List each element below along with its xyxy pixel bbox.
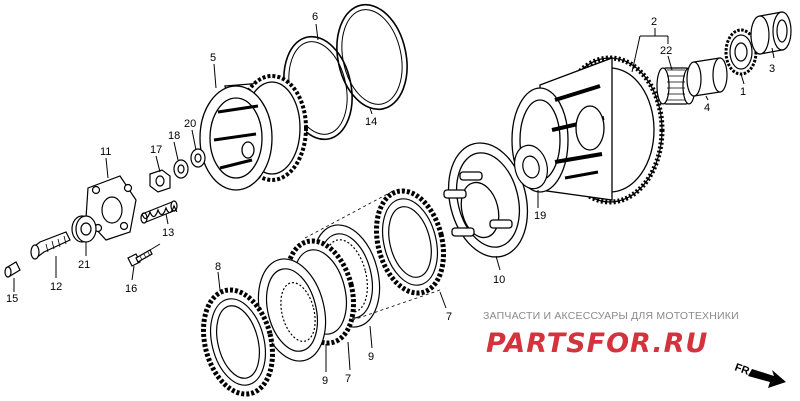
thrust-washer <box>513 144 549 190</box>
label-part-20: 20 <box>184 118 196 130</box>
collar <box>686 57 728 97</box>
label-part-12: 12 <box>50 281 62 293</box>
label-part-17: 17 <box>150 144 162 156</box>
label-part-7-rear: 7 <box>446 311 452 323</box>
logo-part-1: PARTS <box>486 328 587 359</box>
direction-label: FR. <box>733 362 754 379</box>
oil-pump-sprocket <box>724 28 758 76</box>
label-part-16: 16 <box>125 283 137 295</box>
dowel-pin <box>4 261 21 278</box>
label-part-10: 10 <box>493 274 505 286</box>
label-part-9-rear: 9 <box>368 351 374 363</box>
label-part-15: 15 <box>6 293 18 305</box>
logo-part-2: FOR <box>587 328 653 359</box>
direction-indicator: FR. <box>733 362 786 388</box>
label-part-5: 5 <box>210 52 216 64</box>
label-part-6: 6 <box>312 11 318 23</box>
label-part-8: 8 <box>215 261 221 273</box>
label-part-1: 1 <box>740 86 746 98</box>
clutch-center <box>199 74 308 191</box>
label-part-2: 2 <box>651 16 657 28</box>
lock-nut <box>149 169 171 193</box>
lifter-plate <box>85 175 137 241</box>
callout-labels: 1 2 3 4 5 6 7 7 8 9 9 10 11 12 13 14 15 … <box>6 11 775 387</box>
thrust-collar <box>750 11 792 55</box>
label-part-18: 18 <box>168 130 180 142</box>
label-part-11: 11 <box>100 146 111 158</box>
label-part-13: 13 <box>162 227 174 239</box>
pressure-plate <box>443 142 529 258</box>
label-part-21: 21 <box>78 259 90 271</box>
watermark: ЗАПЧАСТИ И АКСЕССУАРЫ ДЛЯ МОТОТЕХНИКИ PA… <box>483 310 739 359</box>
lock-washer <box>173 159 189 179</box>
friction-disc-front <box>201 287 275 397</box>
flange-bolt <box>127 249 153 267</box>
label-part-3: 3 <box>769 63 775 75</box>
clutch-plate-front <box>257 258 327 362</box>
o-ring-large <box>336 3 408 111</box>
clutch-spring <box>140 200 178 224</box>
label-part-22: 22 <box>660 45 672 57</box>
label-part-14: 14 <box>365 116 377 128</box>
lifter-bearing <box>71 215 97 243</box>
leader-lines <box>13 23 775 372</box>
label-part-4: 4 <box>704 102 710 114</box>
small-washer <box>190 148 206 168</box>
label-part-9-front: 9 <box>322 375 328 387</box>
label-part-19: 19 <box>534 210 546 222</box>
friction-disc-rear <box>373 188 447 296</box>
watermark-logo: PARTSFOR.RU <box>486 328 708 359</box>
label-part-7-front: 7 <box>345 373 351 385</box>
logo-part-3: .RU <box>652 328 708 359</box>
lifter-rod <box>30 231 71 260</box>
front-arrow-icon <box>748 369 786 388</box>
watermark-tagline: ЗАПЧАСТИ И АКСЕССУАРЫ ДЛЯ МОТОТЕХНИКИ <box>483 310 739 322</box>
